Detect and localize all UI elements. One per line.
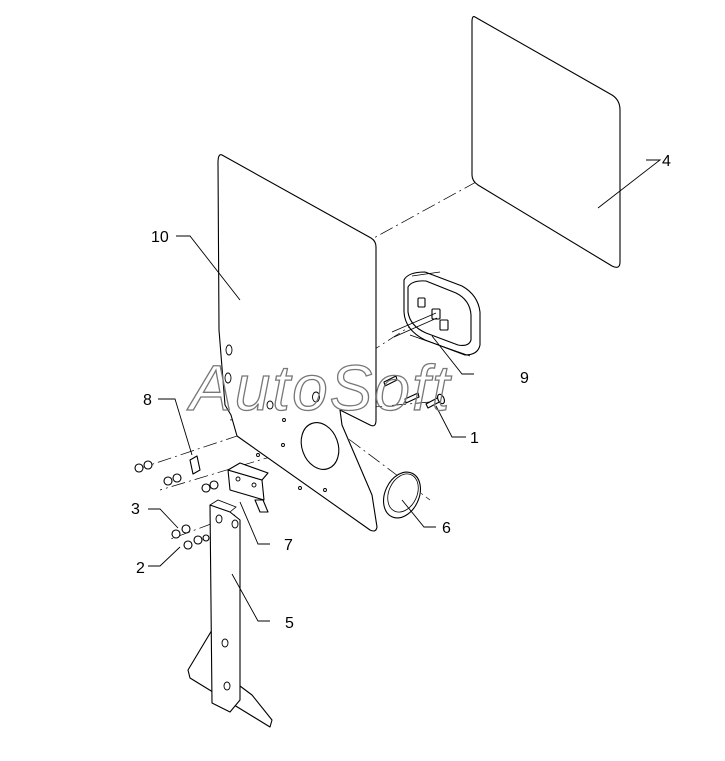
callout-8: 8	[143, 392, 152, 409]
callout-labels: 10 4 8 1 6 9 7 5 3 2	[131, 153, 671, 632]
callout-7: 7	[284, 537, 293, 554]
part-4-rear-plate	[471, 16, 621, 268]
callout-1: 1	[470, 430, 479, 447]
leader-lines	[148, 159, 662, 622]
callout-3: 3	[131, 501, 140, 518]
callout-9: 9	[520, 370, 529, 387]
part-7-bracket	[227, 462, 269, 513]
part-6-disc	[300, 422, 421, 519]
part-1-screw	[383, 375, 445, 409]
part-8-clip	[189, 455, 201, 475]
parts-2-3-nuts-washers	[134, 460, 219, 550]
callout-10: 10	[151, 229, 169, 246]
callout-2: 2	[136, 560, 145, 577]
part-9-gauge	[391, 271, 481, 357]
part-10-main-plate	[217, 154, 378, 532]
part-5-stand	[187, 499, 273, 728]
callout-5: 5	[285, 615, 294, 632]
callout-6: 6	[442, 520, 451, 537]
plate-holes	[224, 344, 327, 492]
watermark-logo: AutoSoft	[186, 352, 452, 424]
callout-4: 4	[662, 153, 671, 170]
